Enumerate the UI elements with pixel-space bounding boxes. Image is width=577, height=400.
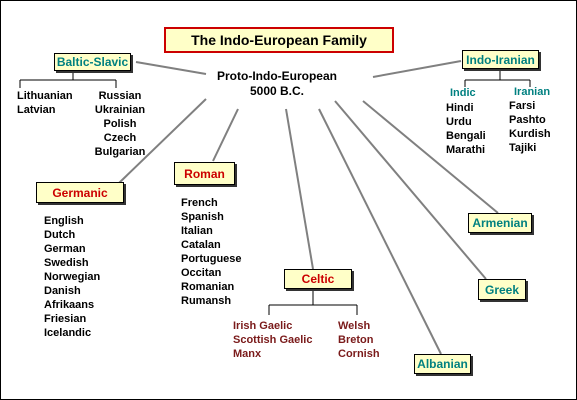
roman-box: Roman (174, 162, 235, 185)
language-item: Occitan (181, 267, 222, 279)
language-item: Pashto (509, 114, 546, 126)
language-item: Cornish (338, 348, 380, 360)
armenian-box: Armenian (468, 213, 532, 233)
indo-iranian-box: Indo-Iranian (462, 50, 539, 69)
language-item: Tajiki (509, 142, 537, 154)
language-item: Kurdish (509, 128, 551, 140)
root-line2: 5000 B.C. (249, 84, 305, 98)
link-germanic (118, 98, 207, 184)
language-item: Friesian (44, 313, 87, 325)
language-item: Irish Gaelic (233, 320, 293, 332)
language-item: Romanian (181, 281, 235, 293)
germanic-label: Germanic (52, 185, 108, 200)
language-item: Scottish Gaelic (233, 334, 313, 346)
language-item: Afrikaans (44, 299, 95, 311)
greek-box: Greek (478, 279, 526, 300)
language-item: Latvian (17, 104, 56, 116)
language-item: Czech (103, 132, 137, 144)
language-item: Bengali (446, 130, 486, 142)
title-text: The Indo-European Family (191, 32, 367, 48)
language-item: English (44, 215, 84, 227)
baltic-slavic-box: Baltic-Slavic (54, 53, 131, 71)
link-roman (212, 108, 239, 162)
link-baltic-slavic (135, 61, 207, 75)
language-item: Breton (338, 334, 374, 346)
language-item: Ukrainian (94, 104, 146, 116)
link-greek (334, 100, 487, 280)
albanian-label: Albanian (417, 357, 468, 371)
language-item: Swedish (44, 257, 89, 269)
language-item: Manx (233, 348, 262, 360)
language-item: French (181, 197, 218, 209)
iranian-label: Iranian (514, 86, 551, 98)
link-armenian (362, 100, 499, 214)
language-item: Danish (44, 285, 81, 297)
indo-iranian-label: Indo-Iranian (466, 52, 535, 67)
language-item: German (44, 243, 86, 255)
link-indo-iranian (372, 60, 462, 78)
language-item: Welsh (338, 320, 371, 332)
brythonic-list: Welsh Breton Cornish (338, 319, 380, 361)
iranian-list: Farsi Pashto Kurdish Tajiki (509, 99, 551, 155)
link-celtic (285, 108, 314, 270)
baltic-list: Lithuanian Latvian (17, 89, 73, 117)
language-item: Catalan (181, 239, 221, 251)
roman-list: French Spanish Italian Catalan Portugues… (181, 196, 242, 308)
albanian-box: Albanian (414, 354, 471, 374)
slavic-list: Russian Ukrainian Polish Czech Bulgarian (89, 89, 151, 159)
germanic-list: English Dutch German Swedish Norwegian D… (44, 214, 100, 340)
language-item: Spanish (181, 211, 224, 223)
language-item: Rumansh (181, 295, 232, 307)
language-item: Lithuanian (17, 90, 73, 102)
root-line1: Proto-Indo-European (217, 69, 337, 83)
diagram-title: The Indo-European Family (164, 27, 394, 53)
link-albanian (318, 108, 442, 355)
celtic-label: Celtic (301, 272, 335, 286)
roman-label: Roman (184, 166, 225, 181)
language-item: Italian (181, 225, 213, 237)
language-item: Norwegian (44, 271, 101, 283)
language-item: Dutch (44, 229, 76, 241)
gaelic-list: Irish Gaelic Scottish Gaelic Manx (233, 319, 312, 361)
root-node: Proto-Indo-European 5000 B.C. (209, 69, 345, 99)
baltic-slavic-label: Baltic-Slavic (56, 55, 129, 69)
armenian-label: Armenian (472, 216, 528, 230)
language-item: Polish (103, 118, 137, 130)
indic-list: Hindi Urdu Bengali Marathi (446, 101, 486, 157)
language-item: Urdu (446, 116, 472, 128)
germanic-box: Germanic (36, 182, 124, 203)
language-item: Farsi (509, 100, 536, 112)
celtic-box: Celtic (284, 269, 352, 289)
language-item: Bulgarian (94, 146, 146, 158)
greek-label: Greek (484, 282, 520, 297)
language-item: Marathi (446, 144, 486, 156)
language-item: Russian (98, 90, 142, 102)
language-item: Portuguese (181, 253, 242, 265)
language-item: Icelandic (44, 327, 92, 339)
indic-label: Indic (450, 87, 476, 99)
language-item: Hindi (446, 102, 474, 114)
